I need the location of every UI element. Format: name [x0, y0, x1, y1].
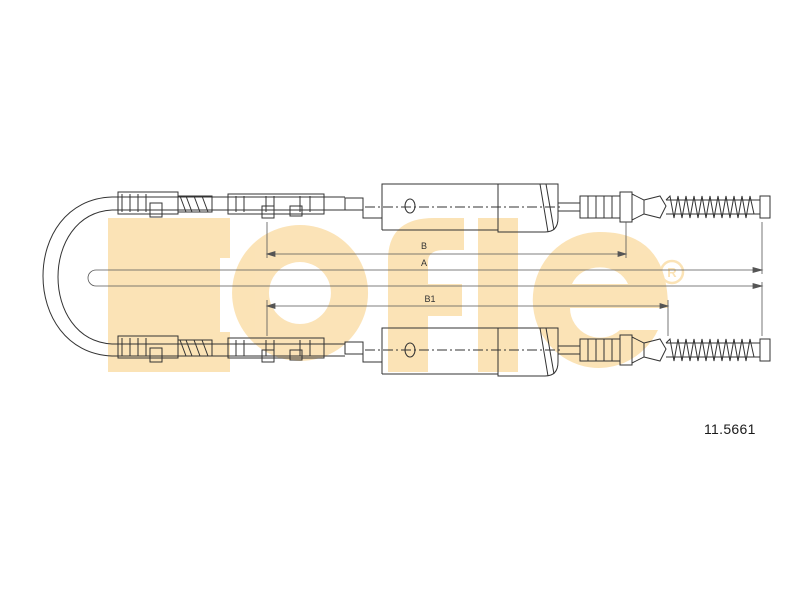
lower-bracket-housing — [362, 327, 559, 377]
upper-sleeve-left — [117, 191, 179, 215]
watermark-registered-circle — [659, 259, 685, 285]
upper-cable-run — [112, 183, 771, 233]
upper-end-nut — [579, 195, 621, 219]
cable-loop-inner — [57, 209, 113, 345]
watermark-registered-mark: R — [667, 265, 677, 280]
watermark-letter-e — [532, 231, 668, 368]
lower-spring — [665, 337, 755, 362]
lower-cable-run — [112, 327, 771, 377]
part-number-label: 11.5661 — [704, 421, 756, 437]
upper-sleeve-middle — [227, 193, 325, 215]
cable-loop-outer — [42, 196, 113, 357]
upper-spring — [665, 194, 755, 219]
watermark-letter-f — [388, 218, 464, 372]
dimension-lines — [87, 222, 764, 336]
dimension-label-b1: B1 — [424, 294, 435, 304]
dimension-label-a: A — [421, 258, 427, 268]
lower-end-cap — [759, 338, 771, 362]
upper-bracket-housing — [362, 183, 559, 233]
lower-sleeve-middle — [227, 337, 325, 359]
cofle-watermark-logo: R — [108, 218, 685, 372]
upper-end-cap — [759, 195, 771, 219]
watermark-letter-o — [232, 225, 369, 361]
cable-assembly — [42, 183, 771, 377]
dimension-label-b: B — [421, 241, 427, 251]
